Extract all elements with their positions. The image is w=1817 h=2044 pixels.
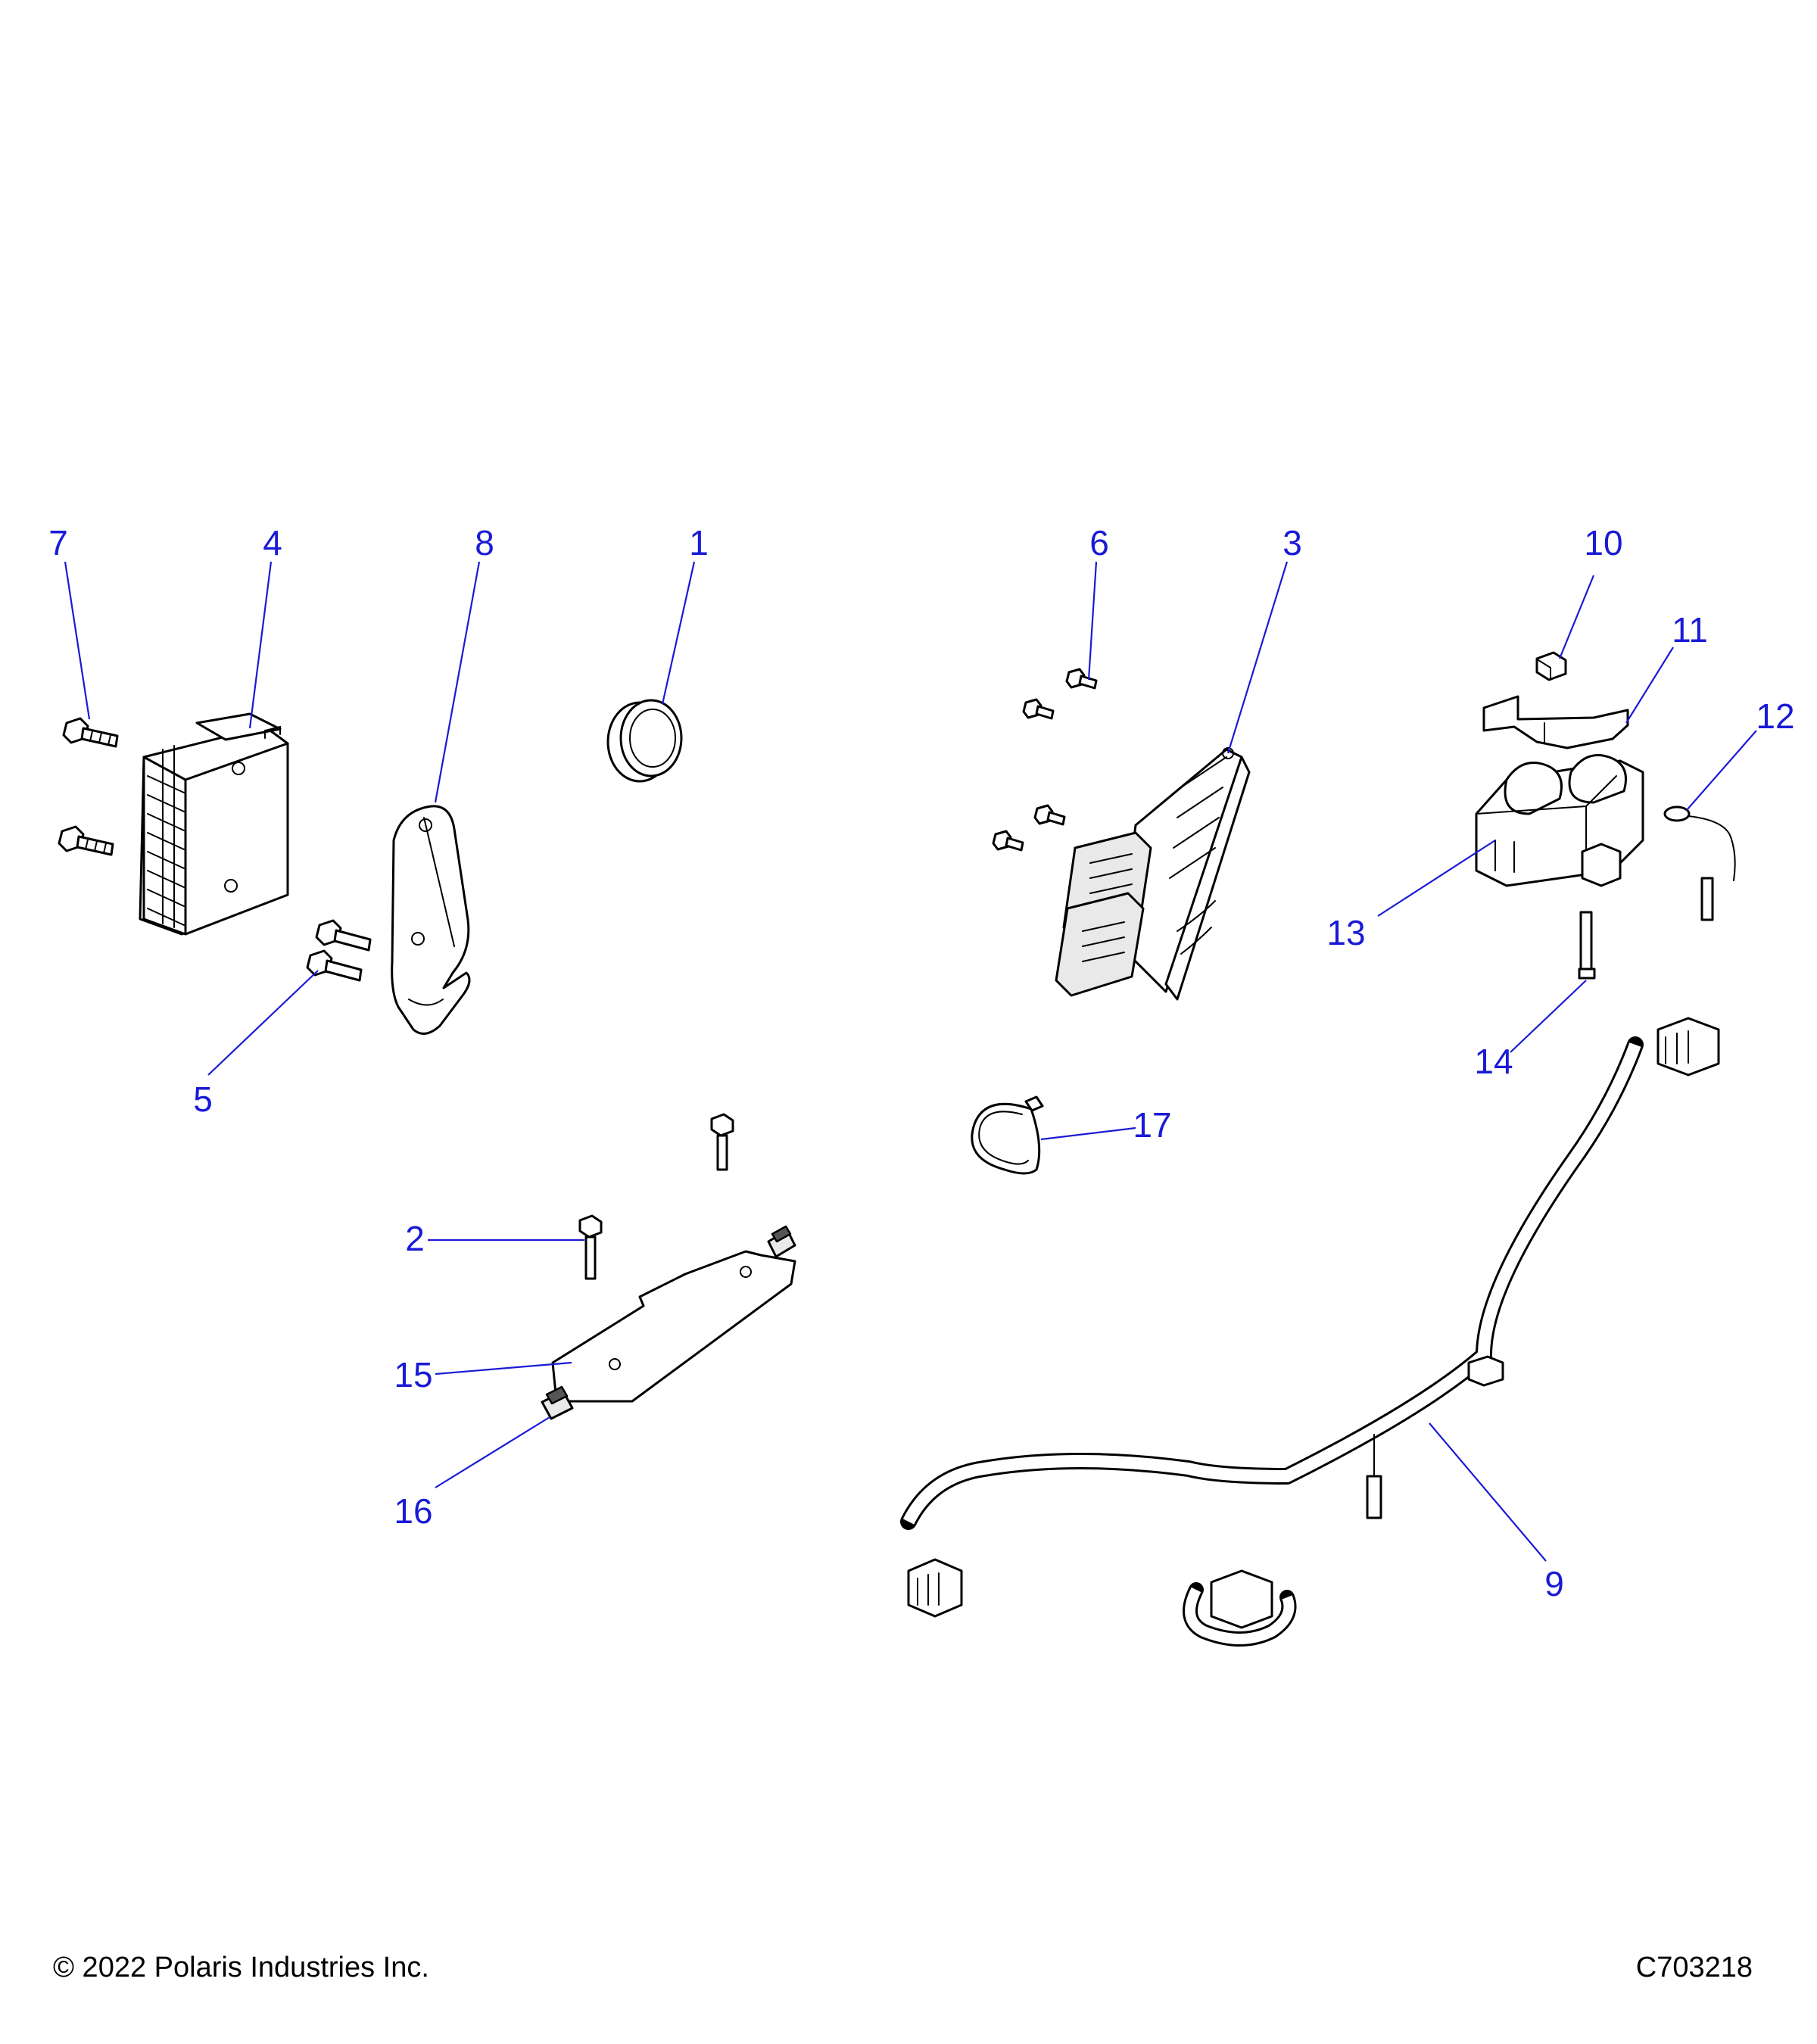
callout-labels: 7 4 8 1 6 3 10 11 12 13 14 5 17 2 15 16 … [48,523,1794,1603]
callout-15: 15 [394,1355,432,1394]
part-1-grommet [606,699,683,783]
part-15-cover-plate [551,1250,796,1403]
part-14-pin [1578,911,1596,980]
callout-3: 3 [1282,523,1302,562]
part-16-clip-nut-upper [767,1225,796,1258]
callout-16: 16 [394,1491,432,1531]
part-7-bolt-lower [58,825,114,856]
callout-11: 11 [1672,610,1708,650]
part-12-sensor-lead [1663,805,1736,921]
part-2-bolt [578,1214,603,1280]
callout-13: 13 [1326,913,1365,952]
part-2-bolt-upper [710,1113,734,1171]
part-10-nut [1535,651,1567,681]
callout-5: 5 [193,1080,213,1119]
part-3-ecu [1055,747,1251,1001]
part-4-regulator-module [139,712,289,936]
callout-9: 9 [1544,1564,1564,1603]
copyright-notice: © 2022 Polaris Industries Inc. [53,1952,429,1983]
drawing-id: C703218 [1635,1952,1753,1983]
callout-1: 1 [689,523,709,562]
part-9-wiring-harness [900,1017,1720,1647]
callout-10: 10 [1584,523,1622,562]
part-8-bracket [391,805,471,1035]
callout-2: 2 [405,1219,425,1258]
callout-17: 17 [1133,1105,1171,1145]
callout-14: 14 [1474,1042,1513,1081]
leader-lines [64,561,1757,1562]
part-17-clamp [971,1095,1044,1175]
callout-4: 4 [263,523,282,562]
callout-6: 6 [1089,523,1109,562]
part-5-bolt-upper [315,919,372,952]
part-6-screws [992,668,1098,852]
callout-8: 8 [475,523,494,562]
part-7-bolt [62,717,119,748]
part-13-ignition-coil [1475,754,1644,887]
callout-12: 12 [1756,696,1794,736]
part-5-bolt-lower [306,949,363,982]
part-11-bracket-plate [1482,695,1629,749]
part-16-clip-nut [541,1385,574,1420]
callout-7: 7 [48,523,68,562]
